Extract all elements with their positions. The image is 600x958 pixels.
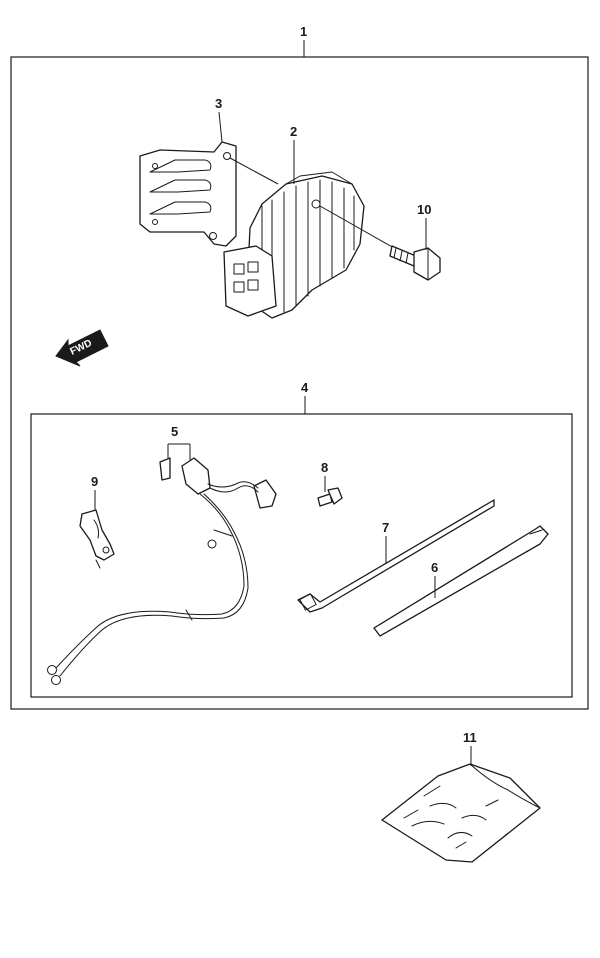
svg-text:2: 2 — [290, 124, 297, 139]
callout-7[interactable]: 7 — [382, 520, 389, 564]
svg-text:10: 10 — [417, 202, 431, 217]
cable-tie-part-6[interactable] — [373, 525, 549, 637]
regulator-part-2[interactable] — [223, 171, 365, 319]
callout-1[interactable]: 1 — [300, 24, 307, 57]
callout-9[interactable]: 9 — [91, 474, 98, 510]
callout-5[interactable]: 5 — [167, 424, 191, 460]
screw-part-8[interactable] — [317, 487, 343, 507]
svg-text:4: 4 — [301, 380, 309, 395]
callout-4[interactable]: 4 — [301, 380, 309, 414]
clamp-part-9[interactable] — [79, 509, 115, 569]
svg-text:11: 11 — [463, 730, 477, 745]
leader-bracket-regulator — [229, 157, 279, 185]
bag-part-11[interactable] — [381, 763, 541, 863]
svg-text:3: 3 — [215, 96, 222, 111]
svg-text:1: 1 — [300, 24, 307, 39]
svg-text:7: 7 — [382, 520, 389, 535]
svg-text:6: 6 — [431, 560, 438, 575]
callout-2[interactable]: 2 — [290, 124, 297, 184]
bolt-part-10[interactable] — [389, 245, 441, 281]
inner-frame — [30, 413, 573, 698]
fwd-arrow-icon: FWD — [55, 329, 109, 367]
callout-11[interactable]: 11 — [463, 730, 477, 766]
leader-regulator-bolt — [319, 205, 395, 249]
callout-6[interactable]: 6 — [431, 560, 438, 598]
cable-tie-part-7[interactable] — [297, 499, 495, 613]
bracket-part-3[interactable] — [139, 141, 237, 247]
outer-frame — [10, 56, 589, 710]
svg-text:9: 9 — [91, 474, 98, 489]
harness-part-5[interactable] — [47, 457, 277, 685]
svg-text:8: 8 — [321, 460, 328, 475]
callout-3[interactable]: 3 — [215, 96, 223, 143]
callout-10[interactable]: 10 — [417, 202, 431, 250]
callout-8[interactable]: 8 — [321, 460, 328, 492]
svg-text:5: 5 — [171, 424, 178, 439]
